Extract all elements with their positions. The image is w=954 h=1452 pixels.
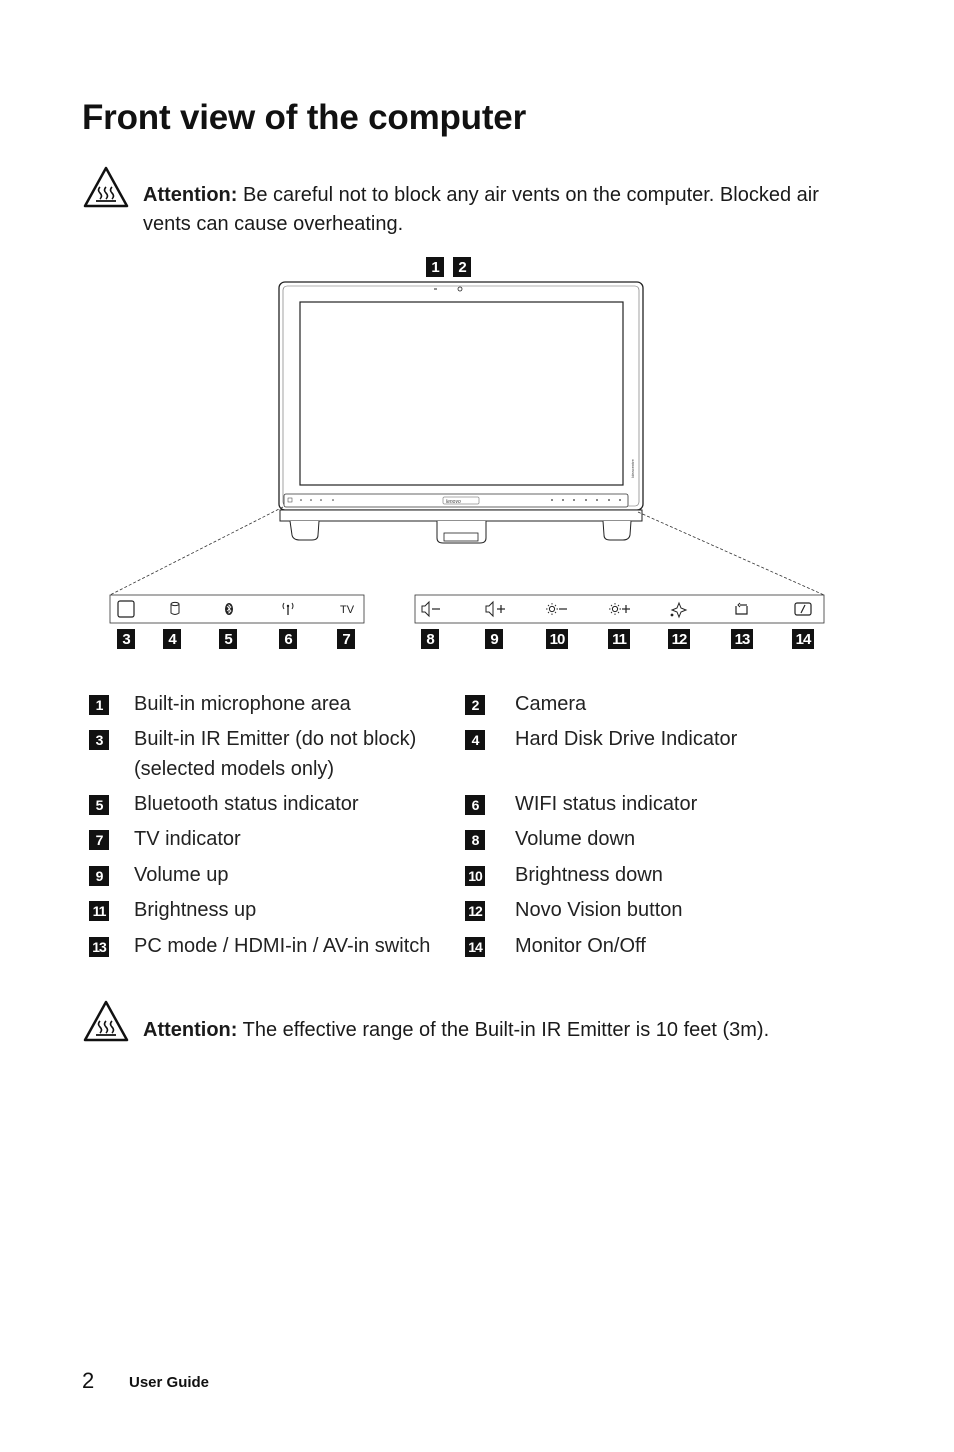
- novo-vision-icon: [670, 601, 688, 619]
- legend-num-9: 9: [89, 866, 109, 886]
- footer-label: User Guide: [129, 1374, 210, 1391]
- attention-label: Attention:: [143, 184, 238, 206]
- attention-note-ir-range: Attention: The effective range of the Bu…: [143, 1016, 903, 1045]
- legend-item-input-switch: PC mode / HDMI-in / AV-in switch: [134, 935, 431, 957]
- ir-emitter-icon: [117, 600, 135, 618]
- legend-item-wifi: WIFI status indicator: [515, 793, 698, 815]
- hard-disk-icon: [170, 601, 180, 615]
- callout-10: 10: [546, 629, 568, 649]
- legend-num-11: 11: [89, 901, 109, 921]
- tv-icon: TV: [340, 604, 355, 616]
- legend-num-7: 7: [89, 830, 109, 850]
- legend-item-microphone: Built-in microphone area: [134, 693, 351, 715]
- brightness-down-icon: [546, 603, 567, 615]
- legend-num-2: 2: [465, 695, 485, 715]
- hot-surface-warning-icon: [83, 166, 129, 208]
- legend-num-10: 10: [465, 866, 485, 886]
- legend-item-brightness-up: Brightness up: [134, 899, 257, 921]
- legend-item-bluetooth: Bluetooth status indicator: [134, 793, 359, 815]
- legend-item-monitor-power: Monitor On/Off: [515, 935, 646, 957]
- callout-11: 11: [608, 629, 630, 649]
- computer-front-diagram: Ideacentre lenovo TV: [109, 281, 825, 624]
- page-number: 2: [82, 1368, 95, 1393]
- callout-2: 2: [453, 257, 471, 277]
- attention-label: Attention:: [143, 1019, 238, 1041]
- legend-num-5: 5: [89, 795, 109, 815]
- legend-num-6: 6: [465, 795, 485, 815]
- callout-3: 3: [117, 629, 135, 649]
- volume-up-icon: [485, 600, 505, 618]
- callout-4: 4: [163, 629, 181, 649]
- callout-14: 14: [792, 629, 814, 649]
- svg-text:lenovo: lenovo: [446, 499, 461, 505]
- attention-text: The effective range of the Built-in IR E…: [237, 1019, 770, 1041]
- hot-surface-warning-icon: [83, 1000, 129, 1042]
- legend-num-13: 13: [89, 937, 109, 957]
- legend-num-3: 3: [89, 730, 109, 750]
- callout-9: 9: [485, 629, 503, 649]
- legend-num-4: 4: [465, 730, 485, 750]
- legend-num-14: 14: [465, 937, 485, 957]
- legend-item-volume-up: Volume up: [134, 864, 229, 886]
- callout-7: 7: [337, 629, 355, 649]
- input-switch-icon: [735, 602, 748, 615]
- attention-text: Be careful not to block any air vents on…: [143, 184, 819, 235]
- legend-item-novo-vision: Novo Vision button: [515, 899, 683, 921]
- legend-item-ir-emitter: Built-in IR Emitter (do not block): [134, 728, 417, 750]
- legend-item-volume-down: Volume down: [515, 828, 636, 850]
- legend-num-1: 1: [89, 695, 109, 715]
- callout-13: 13: [731, 629, 753, 649]
- volume-down-icon: [421, 600, 440, 618]
- legend-item-tv: TV indicator: [134, 828, 241, 850]
- callout-6: 6: [279, 629, 297, 649]
- svg-text:Ideacentre: Ideacentre: [630, 458, 635, 478]
- legend-item-hdd: Hard Disk Drive Indicator: [515, 728, 738, 750]
- brightness-up-icon: [609, 603, 630, 615]
- legend-num-8: 8: [465, 830, 485, 850]
- legend-item-ir-emitter-note: (selected models only): [134, 758, 335, 780]
- callout-1: 1: [426, 257, 444, 277]
- page-title: Front view of the computer: [82, 98, 526, 137]
- wifi-icon: [282, 602, 294, 615]
- attention-note-vents: Attention: Be careful not to block any a…: [143, 181, 863, 239]
- legend-item-camera: Camera: [515, 693, 587, 715]
- callout-12: 12: [668, 629, 690, 649]
- callout-5: 5: [219, 629, 237, 649]
- callout-8: 8: [421, 629, 439, 649]
- legend-num-12: 12: [465, 901, 485, 921]
- legend-item-brightness-down: Brightness down: [515, 864, 663, 886]
- monitor-power-icon: [794, 602, 812, 616]
- bluetooth-icon: [225, 603, 233, 615]
